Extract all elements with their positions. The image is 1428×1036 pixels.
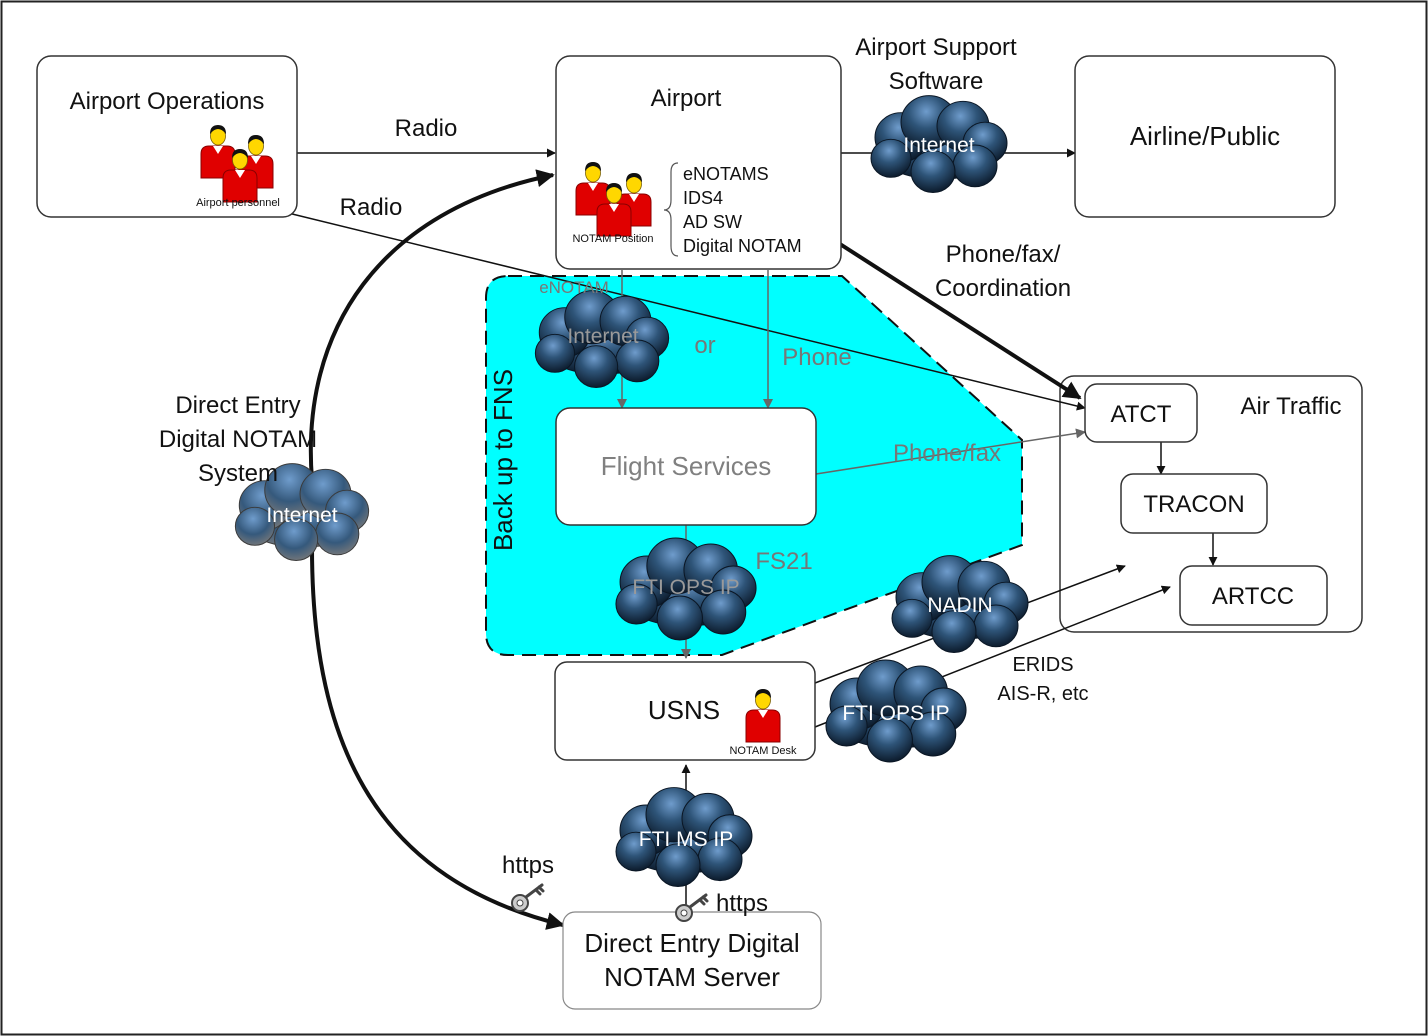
coordination-link [813,226,1082,400]
enotam-internet-label: Internet [567,325,638,348]
usns-title: USNS [648,695,720,725]
systems-brace [663,162,679,257]
air-traffic-label: Air Traffic [1241,393,1342,420]
radio-link-operations-to-atct [283,211,1086,411]
direct-entry-system-line1: Direct Entry [175,392,300,419]
phone-fax-label: Phone/fax [893,440,1001,467]
coordination-label-line2: Coordination [935,275,1071,302]
atct-box [1084,383,1198,443]
https-label-2: https [716,890,768,917]
artcc-box [1179,565,1328,626]
airport-personnel-caption: Airport personnel [196,197,280,209]
notam-position-caption: NOTAM Position [572,233,653,245]
artcc-label: ARTCC [1212,583,1294,610]
atct-label: ATCT [1111,401,1172,428]
backup-fns-label: Back up to FNS [488,369,518,551]
direct-entry-system-line2: Digital NOTAM [159,426,317,453]
radio-label-2: Radio [340,194,403,221]
fti-ops-ip-label-2: FTI OPS IP [842,702,949,725]
phone-label: Phone [782,344,851,371]
direct-entry-link-to-server [310,547,565,930]
fti-ops-ip-label-1: FTI OPS IP [632,576,739,599]
system-ids4: IDS4 [683,188,723,208]
server-title-line1: Direct Entry Digital [584,928,799,958]
airline-public-title: Airline/Public [1130,121,1280,151]
airline-public-box [1074,55,1336,218]
tracon-label: TRACON [1143,491,1244,518]
fs21-label: FS21 [755,548,812,575]
https-label-1: https [502,852,554,879]
direct-entry-server-box [562,911,822,1010]
tracon-box [1120,473,1268,534]
coordination-label-line1: Phone/fax/ [946,241,1061,268]
airport-operations-title: Airport Operations [70,88,265,115]
direct-internet-label: Internet [266,504,337,527]
system-digital-notam: Digital NOTAM [683,236,802,256]
flight-services-box [555,407,817,526]
or-label: or [694,332,715,359]
flight-services-title: Flight Services [601,451,772,481]
support-internet-label: Internet [903,134,974,157]
nadin-label: NADIN [927,594,992,617]
direct-entry-link-to-airport [308,169,555,481]
system-enotams: eNOTAMS [683,164,769,184]
direct-entry-system-line3: System [198,460,278,487]
support-software-label-line2: Software [889,68,984,95]
fti-ms-ip-label: FTI MS IP [639,828,734,851]
enotam-label: eNOTAM [539,278,609,297]
key-icon [510,883,545,913]
erids-label-line1: ERIDS [1012,654,1073,676]
notam-desk-caption: NOTAM Desk [729,745,797,757]
erids-label-line2: AIS-R, etc [997,683,1088,705]
support-software-label-line1: Airport Support [855,34,1017,61]
phone-fax-link [815,428,1086,475]
radio-label-1: Radio [395,115,458,142]
server-title-line2: NOTAM Server [604,962,780,992]
system-ad-sw: AD SW [683,212,742,232]
airport-title: Airport [651,85,722,112]
